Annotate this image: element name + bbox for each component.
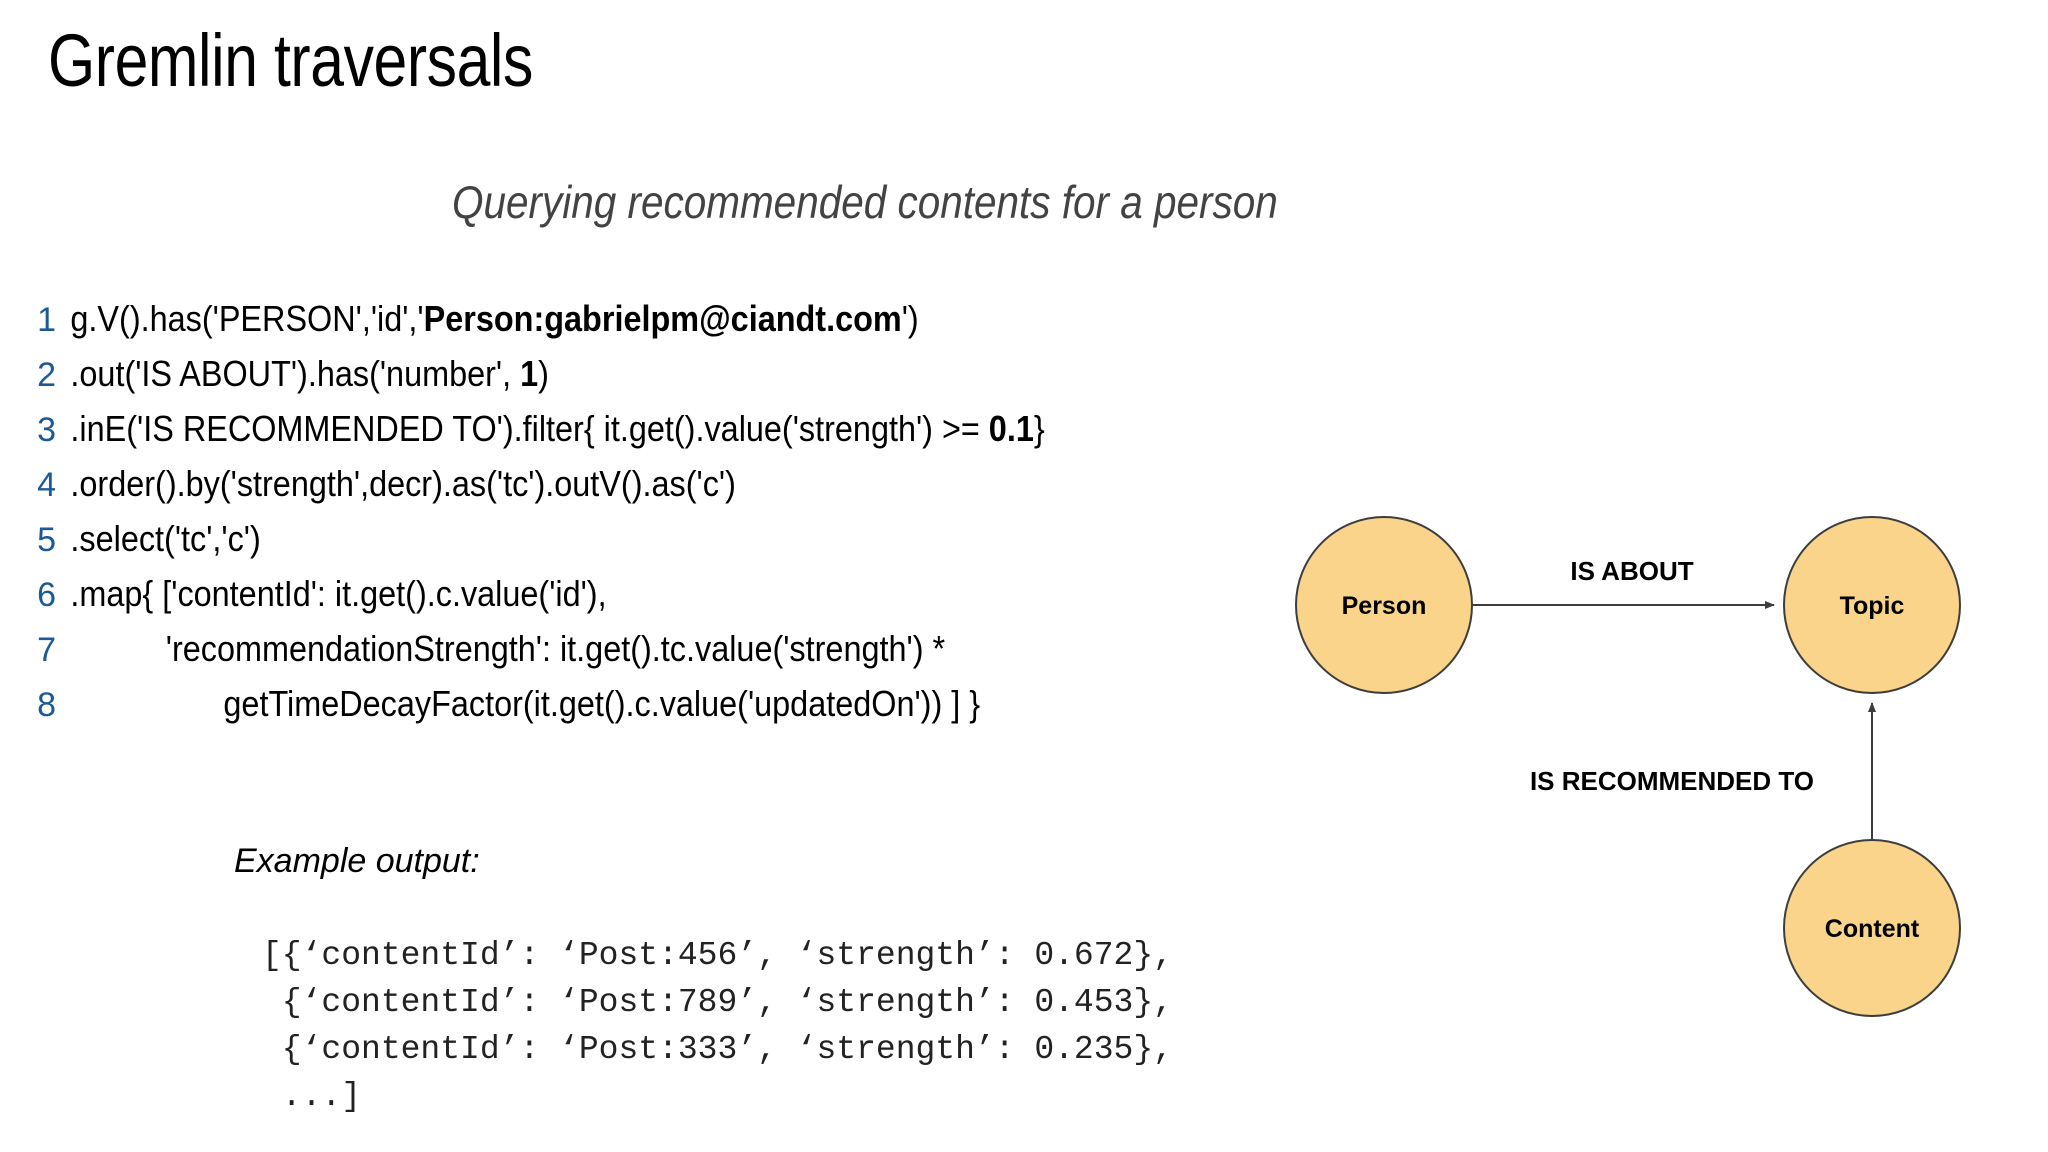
code-token: .order().by('strength',decr).as('tc').ou…	[70, 463, 736, 504]
graph-node-label-person: Person	[1342, 592, 1427, 620]
code-line-text: g.V().has('PERSON','id','Person:gabrielp…	[56, 298, 919, 340]
code-token: }	[1033, 408, 1045, 449]
code-line-text: getTimeDecayFactor(it.get().c.value('upd…	[56, 683, 980, 725]
code-token-emphasis: Person:gabrielpm@ciandt.com	[423, 298, 902, 339]
code-token: .select('tc','c')	[70, 518, 261, 559]
code-line-text: .out('IS ABOUT').has('number', 1)	[56, 353, 549, 395]
page-title: Gremlin traversals	[48, 19, 533, 102]
code-token-emphasis: 1	[520, 353, 539, 394]
code-line-number: 4	[37, 466, 56, 504]
code-line: 8 getTimeDecayFactor(it.get().c.value('up…	[16, 683, 1266, 738]
code-line-text: 'recommendationStrength': it.get().tc.va…	[56, 628, 945, 670]
code-line-text: .order().by('strength',decr).as('tc').ou…	[56, 463, 736, 505]
graph-node-label-topic: Topic	[1840, 592, 1905, 620]
code-line: 4 .order().by('strength',decr).as('tc').o…	[16, 463, 1266, 518]
code-line: 5 .select('tc','c')	[16, 518, 1266, 573]
code-line: 6 .map{ ['contentId': it.get().c.value('i…	[16, 573, 1266, 628]
code-line: 2.out('IS ABOUT').has('number', 1)	[16, 353, 1266, 408]
code-line-number: 8	[37, 686, 56, 724]
code-token: g.V().has('PERSON','id','	[70, 298, 424, 339]
code-token: .inE('IS RECOMMENDED TO').filter{ it.get…	[70, 408, 989, 449]
code-line: 7 'recommendationStrength': it.get().tc.v…	[16, 628, 1266, 683]
graph-edge-labels-layer: IS ABOUT IS RECOMMENDED TO	[1530, 556, 1814, 796]
code-line-number: 7	[37, 631, 56, 669]
graph-node-circle-topic[interactable]	[1783, 516, 1961, 694]
code-line-number: 1	[37, 301, 56, 339]
code-line-number: 2	[37, 356, 56, 394]
graph-node-content[interactable]: Content	[1783, 839, 1961, 1017]
example-output-text: [{‘contentId’: ‘Post:456’, ‘strength’: 0…	[262, 937, 1173, 1115]
code-line-text: .select('tc','c')	[56, 518, 261, 560]
code-token: .out('IS ABOUT').has('number',	[70, 353, 521, 394]
example-output-label: Example output:	[234, 842, 480, 880]
graph-edge-label-is-recommended-to: IS RECOMMENDED TO	[1530, 766, 1814, 796]
graph-node-label-content: Content	[1825, 915, 1920, 943]
graph-node-circle-person[interactable]	[1295, 516, 1473, 694]
code-token: 'recommendationStrength': it.get().tc.va…	[165, 628, 946, 669]
code-line: 3 .inE('IS RECOMMENDED TO').filter{ it.ge…	[16, 408, 1266, 463]
code-line-text: .map{ ['contentId': it.get().c.value('id…	[56, 573, 607, 615]
graph-edges-layer	[1472, 601, 1876, 840]
page-subtitle: Querying recommended contents for a pers…	[452, 176, 1278, 228]
graph-edge-label-is-about: IS ABOUT	[1570, 556, 1693, 586]
code-token: getTimeDecayFactor(it.get().c.value('upd…	[223, 683, 981, 724]
code-line-number: 5	[37, 521, 56, 559]
graph-node-topic[interactable]: Topic	[1783, 516, 1961, 694]
code-line-number: 3	[37, 411, 56, 449]
code-line-text: .inE('IS RECOMMENDED TO').filter{ it.get…	[56, 408, 1045, 450]
code-token: .map{ ['contentId': it.get().c.value('id…	[70, 573, 607, 614]
code-token: ')	[901, 298, 919, 339]
graph-node-circle-content[interactable]	[1783, 839, 1961, 1017]
graph-node-person[interactable]: Person	[1295, 516, 1473, 694]
code-token-emphasis: 0.1	[988, 408, 1034, 449]
code-token: )	[538, 353, 549, 394]
code-line-number: 6	[37, 576, 56, 614]
